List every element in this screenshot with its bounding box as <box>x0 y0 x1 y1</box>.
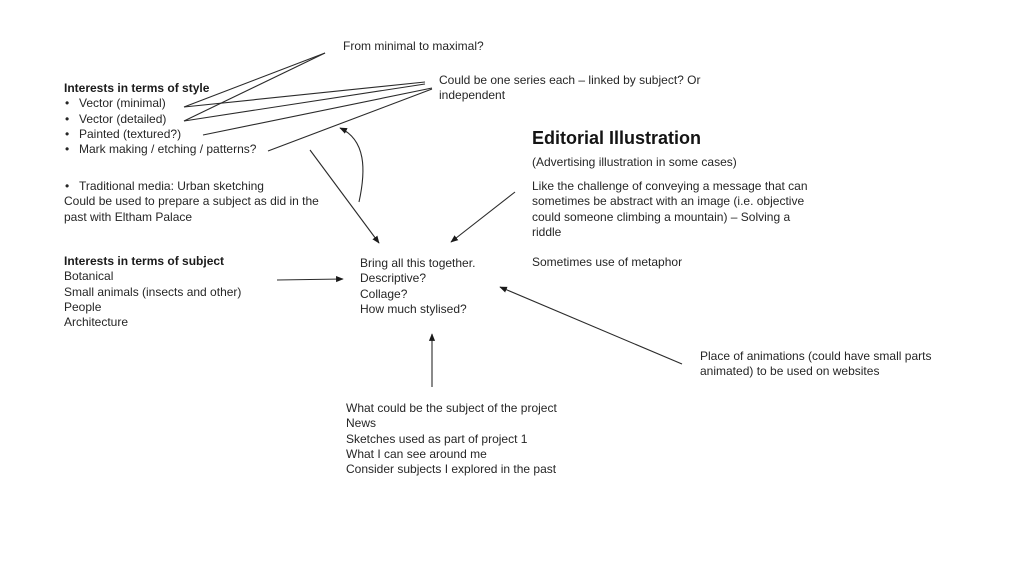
node-text: Sketches used as part of project 1 <box>346 431 528 446</box>
node-text: From minimal to maximal? <box>343 39 484 53</box>
node-animations: Place of animations (could have small pa… <box>700 349 931 380</box>
connector-markmaking-to-series <box>267 88 433 152</box>
subject-item: Architecture <box>64 315 129 330</box>
node-text: How much stylised? <box>360 301 467 316</box>
editorial-title: Editorial Illustration <box>532 128 702 148</box>
node-project-subject: What could be the subject of the project… <box>346 401 557 477</box>
style-item: Mark making / etching / patterns? <box>64 142 256 158</box>
subject-heading: Interests in terms of subject <box>64 254 225 268</box>
node-text: Like the challenge of conveying a messag… <box>532 179 808 193</box>
node-subject-interests: Interests in terms of subject Botanical … <box>64 254 241 330</box>
node-text: independent <box>439 88 506 103</box>
subject-item: Botanical <box>64 269 114 284</box>
style-item: Vector (minimal) <box>64 96 256 112</box>
node-center: Bring all this together. Descriptive? Co… <box>360 256 475 317</box>
node-text: sometimes be abstract with an image (i.e… <box>532 194 805 209</box>
subject-item: Small animals (insects and other) <box>64 284 242 299</box>
node-traditional: Traditional media: Urban sketching Could… <box>64 179 319 225</box>
arrow-traditional-to-style <box>339 127 364 203</box>
traditional-bullet: Traditional media: Urban sketching <box>64 179 319 195</box>
node-text: could someone climbing a mountain) – Sol… <box>532 209 791 224</box>
subject-item: People <box>64 299 102 314</box>
node-text: Could be used to prepare a subject as di… <box>64 194 319 209</box>
node-text: Consider subjects I explored in the past <box>346 462 557 477</box>
node-text: past with Eltham Palace <box>64 209 193 224</box>
arrow-editorial-to-center <box>450 191 516 243</box>
node-minimal-maximal: From minimal to maximal? <box>343 39 484 54</box>
editorial-subtitle: (Advertising illustration in some cases) <box>532 155 737 170</box>
node-text: News <box>346 416 377 431</box>
node-series: Could be one series each – linked by sub… <box>439 73 701 104</box>
node-style-interests: Interests in terms of style Vector (mini… <box>64 81 256 158</box>
style-item: Painted (textured?) <box>64 127 256 143</box>
editorial-note: Sometimes use of metaphor <box>532 255 682 270</box>
arrow-animations-to-center <box>499 286 683 365</box>
style-heading: Interests in terms of style <box>64 81 210 95</box>
node-text: Descriptive? <box>360 271 427 286</box>
style-item: Vector (detailed) <box>64 112 256 128</box>
node-text: Could be one series each – linked by sub… <box>439 73 701 87</box>
node-text: riddle <box>532 224 562 239</box>
node-text: Collage? <box>360 286 408 301</box>
arrow-subject-to-center <box>276 276 344 283</box>
node-text: What could be the subject of the project <box>346 401 557 415</box>
node-text: Place of animations (could have small pa… <box>700 349 932 363</box>
node-editorial-body: Like the challenge of conveying a messag… <box>532 179 808 240</box>
node-text: animated) to be used on websites <box>700 364 880 379</box>
node-text: (Advertising illustration in some cases) <box>532 155 737 169</box>
node-text: Sometimes use of metaphor <box>532 255 683 269</box>
node-text: What I can see around me <box>346 446 487 461</box>
node-text: Bring all this together. <box>360 256 476 270</box>
arrow-style-to-center <box>309 149 380 244</box>
